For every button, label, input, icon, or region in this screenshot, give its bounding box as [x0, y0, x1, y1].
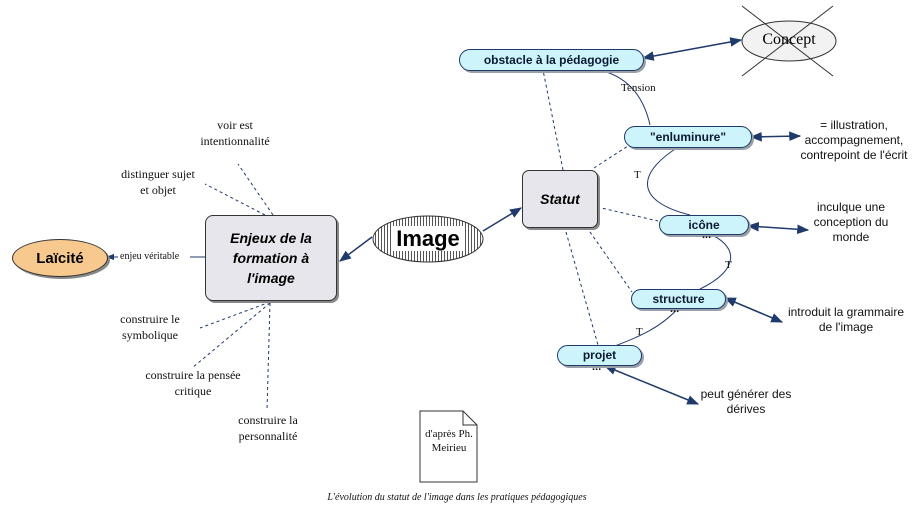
branch-voir	[237, 163, 274, 216]
relation-label-t1: T	[634, 169, 641, 181]
relation-label-tension: Tension	[621, 82, 656, 94]
pill-projet: projet	[557, 345, 642, 366]
relation-label-t2: T	[725, 259, 732, 271]
statut-box: Statut	[522, 170, 598, 228]
arrow-enluminure-desc	[749, 131, 802, 142]
branch-structure	[582, 221, 633, 293]
branch-icone	[596, 206, 659, 222]
relation-label-t3: T	[636, 326, 643, 338]
branch-distinguer	[204, 183, 266, 216]
enjeux-box: Enjeux de la formation à l'image	[205, 215, 337, 301]
pill-structure: structure	[631, 289, 726, 309]
statut-title: Statut	[540, 191, 580, 207]
branch-personnalite	[266, 302, 271, 411]
concept-node: Concept	[742, 30, 836, 50]
pill-enluminure: "enluminure"	[624, 126, 752, 148]
relation-dots-3: ...	[592, 361, 602, 373]
image-label: Image	[393, 226, 463, 251]
branch-projet	[565, 231, 599, 346]
arrow-image-statut	[482, 207, 523, 232]
desc-structure: introduit la grammaire de l'image	[787, 305, 905, 334]
pill-icone: icône	[659, 215, 749, 235]
concept-label: Concept	[762, 31, 816, 48]
relation-t3	[614, 305, 681, 347]
branch-pensee	[191, 302, 271, 369]
desc-icone: inculque une conception du monde	[813, 200, 889, 244]
branch-symbolique	[199, 301, 271, 329]
image-node: Image	[373, 222, 483, 256]
relation-t1	[647, 145, 691, 216]
desc-projet: peut générer des dérives	[700, 387, 792, 416]
branch-label-voir: voir est intentionnalité	[200, 118, 270, 148]
arrow-icone-desc	[746, 221, 810, 235]
document-fold-shape	[462, 411, 477, 426]
laicite-link-label: enjeu véritable	[120, 251, 180, 262]
arrow-structure-desc	[723, 297, 784, 323]
arrow-image-enjeux	[339, 236, 373, 262]
relation-dots-1: ...	[702, 229, 712, 241]
pill-obstacle: obstacle à la pédagogie	[459, 49, 644, 71]
laicite-label: Laïcité	[36, 249, 84, 267]
relation-dots-2: ...	[670, 303, 680, 315]
laicite-node: Laïcité	[12, 239, 108, 277]
branch-label-symbolique: construire le symbolique	[120, 312, 180, 342]
branch-label-distinguer: distinguer sujet et objet	[121, 167, 195, 197]
caption: L'évolution du statut de l'image dans le…	[327, 492, 587, 503]
source-note: d'après Ph. Meirieu	[425, 428, 473, 454]
arrow-obstacle-concept	[641, 37, 743, 61]
concept-cross-line-b	[741, 5, 834, 77]
desc-enluminure: = illustration, accompagnement, contrepo…	[800, 118, 908, 162]
relation-t2	[699, 231, 732, 290]
relation-tension	[599, 69, 651, 126]
branch-enluminure	[593, 145, 629, 169]
branch-obstacle	[542, 69, 564, 171]
branch-label-pensee: construire la pensée critique	[145, 368, 241, 398]
arrow-projet-desc	[603, 365, 700, 405]
enjeux-title: Enjeux de la formation à l'image	[230, 230, 312, 286]
branch-label-personnalite: construire la personnalité	[238, 413, 298, 443]
document-icon-shape	[419, 410, 478, 483]
